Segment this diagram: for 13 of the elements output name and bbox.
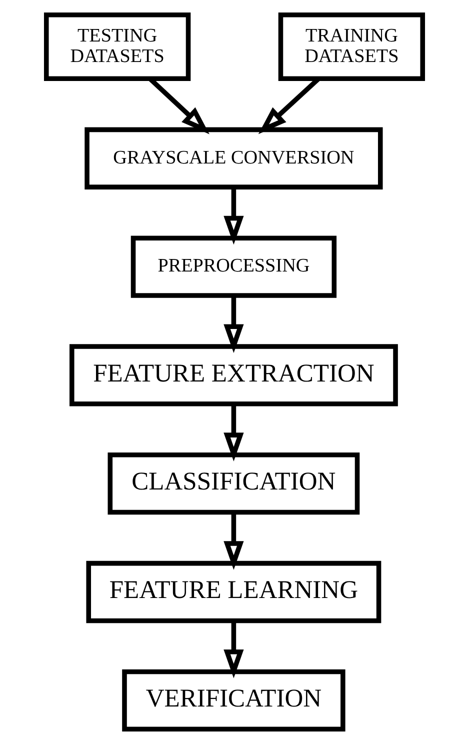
arrow xyxy=(223,512,244,570)
arrow xyxy=(223,296,244,354)
arrow xyxy=(223,404,244,462)
node-box: GRAYSCALE CONVERSION xyxy=(84,127,382,190)
arrow xyxy=(223,621,244,678)
arrow xyxy=(223,188,244,245)
node-box: PREPROCESSING xyxy=(130,236,336,298)
node-box: FEATURE EXTRACTION xyxy=(69,344,398,406)
node-box: TRAINING DATASETS xyxy=(278,12,425,82)
node-box: CLASSIFICATION xyxy=(107,452,360,515)
node-box: TESTING DATASETS xyxy=(43,12,190,82)
node-box: FEATURE LEARNING xyxy=(86,560,381,624)
node-box: VERIFICATION xyxy=(122,669,345,732)
